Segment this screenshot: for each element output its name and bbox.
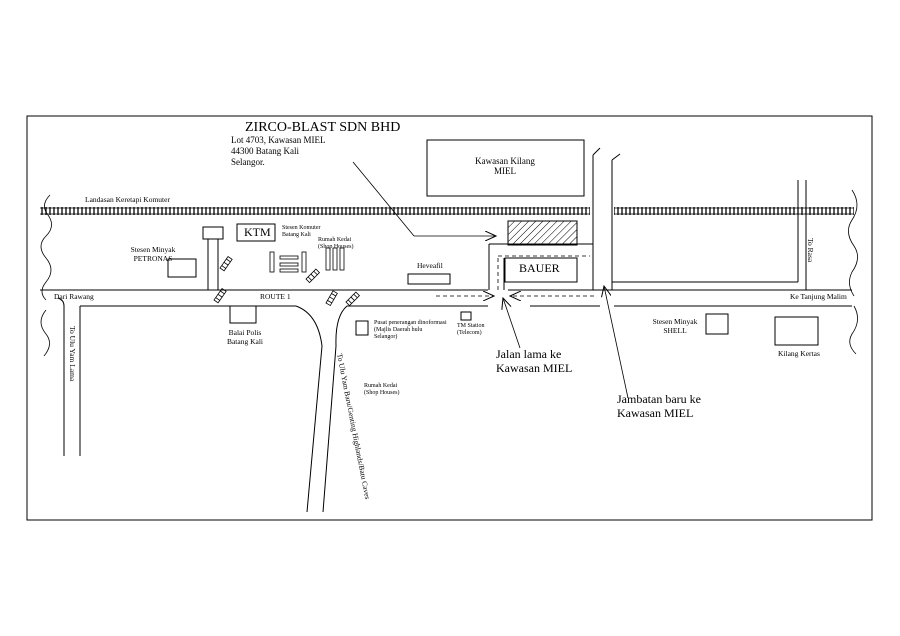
shop-houses-blocks xyxy=(269,247,345,273)
to-rasa-label: To Rasa xyxy=(806,238,815,263)
shop-houses-2-label: Rumah Kedai (Shop Houses) xyxy=(364,383,400,396)
right-edge-break-lower xyxy=(849,305,858,355)
to-ulu-yam-lama-label: To Ulu Yam Lama xyxy=(68,326,77,382)
ktm-label: KTM xyxy=(244,225,271,239)
company-name: ZIRCO-BLAST SDN BHD xyxy=(245,120,401,135)
dari-rawang-label: Dari Rawang xyxy=(54,292,94,301)
pointer-lines xyxy=(352,161,629,399)
heveafil-building xyxy=(407,273,451,285)
ktm-access-road xyxy=(202,226,224,290)
ktm-station-label: Stesen Komuter Batang Kali xyxy=(282,225,321,238)
jambatan-baru-label: Jambatan baru ke Kawasan MIEL xyxy=(617,392,701,420)
tm-station-label: TM Station (Telecom) xyxy=(457,323,485,336)
bauer-building xyxy=(504,257,578,283)
route-1-road xyxy=(40,289,852,307)
shell-label: Stesen Minyak SHELL xyxy=(652,317,698,335)
route-arrows xyxy=(436,255,594,296)
kawasan-kilang-building xyxy=(426,139,585,197)
road-ulu-yam-lama xyxy=(57,297,81,456)
balai-polis-building xyxy=(229,305,257,324)
route-1-label: ROUTE 1 xyxy=(260,292,291,301)
map-frame xyxy=(26,115,873,521)
railway-track xyxy=(40,207,854,215)
ke-tanjung-malim-label: Ke Tanjung Malim xyxy=(790,292,847,301)
petronas-building xyxy=(167,258,197,278)
pusat-penerangan-label: Pusat penerangan dinoformasi (Majlis Dae… xyxy=(374,320,447,340)
shell-building xyxy=(705,313,729,335)
tm-station-building xyxy=(460,311,472,321)
railway-label: Landasan Keretapi Komuter xyxy=(85,195,170,204)
left-edge-break-lower xyxy=(40,309,50,357)
ktm-box xyxy=(236,223,276,242)
crossings xyxy=(213,255,361,307)
zirco-blast-building xyxy=(507,220,578,246)
kawasan-kilang-label: Kawasan Kilang MIEL xyxy=(475,156,535,177)
jalan-lama-label: Jalan lama ke Kawasan MIEL xyxy=(496,347,573,375)
balai-polis-label: Balai Polis Batang Kali xyxy=(226,328,264,346)
kilang-kertas-label: Kilang Kertas xyxy=(778,349,820,358)
bauer-label: BAUER xyxy=(519,261,560,275)
company-address-line-3: Selangor. xyxy=(231,157,265,167)
heveafil-label: Heveafil xyxy=(417,261,443,270)
pusat-penerangan-building xyxy=(355,320,369,336)
kilang-kertas-building xyxy=(774,316,819,346)
company-address-line-2: 44300 Batang Kali xyxy=(231,146,299,156)
left-edge-break xyxy=(40,194,52,301)
shop-houses-1-label: Rumah Kedai (Shop Houses) xyxy=(318,237,354,250)
petronas-label: Stesen Minyak PETRONAS xyxy=(130,245,176,263)
road-ulu-yam-baru xyxy=(295,305,348,513)
company-address-line-1: Lot 4703, Kawasan MIEL xyxy=(231,135,326,145)
right-edge-break xyxy=(848,189,858,297)
